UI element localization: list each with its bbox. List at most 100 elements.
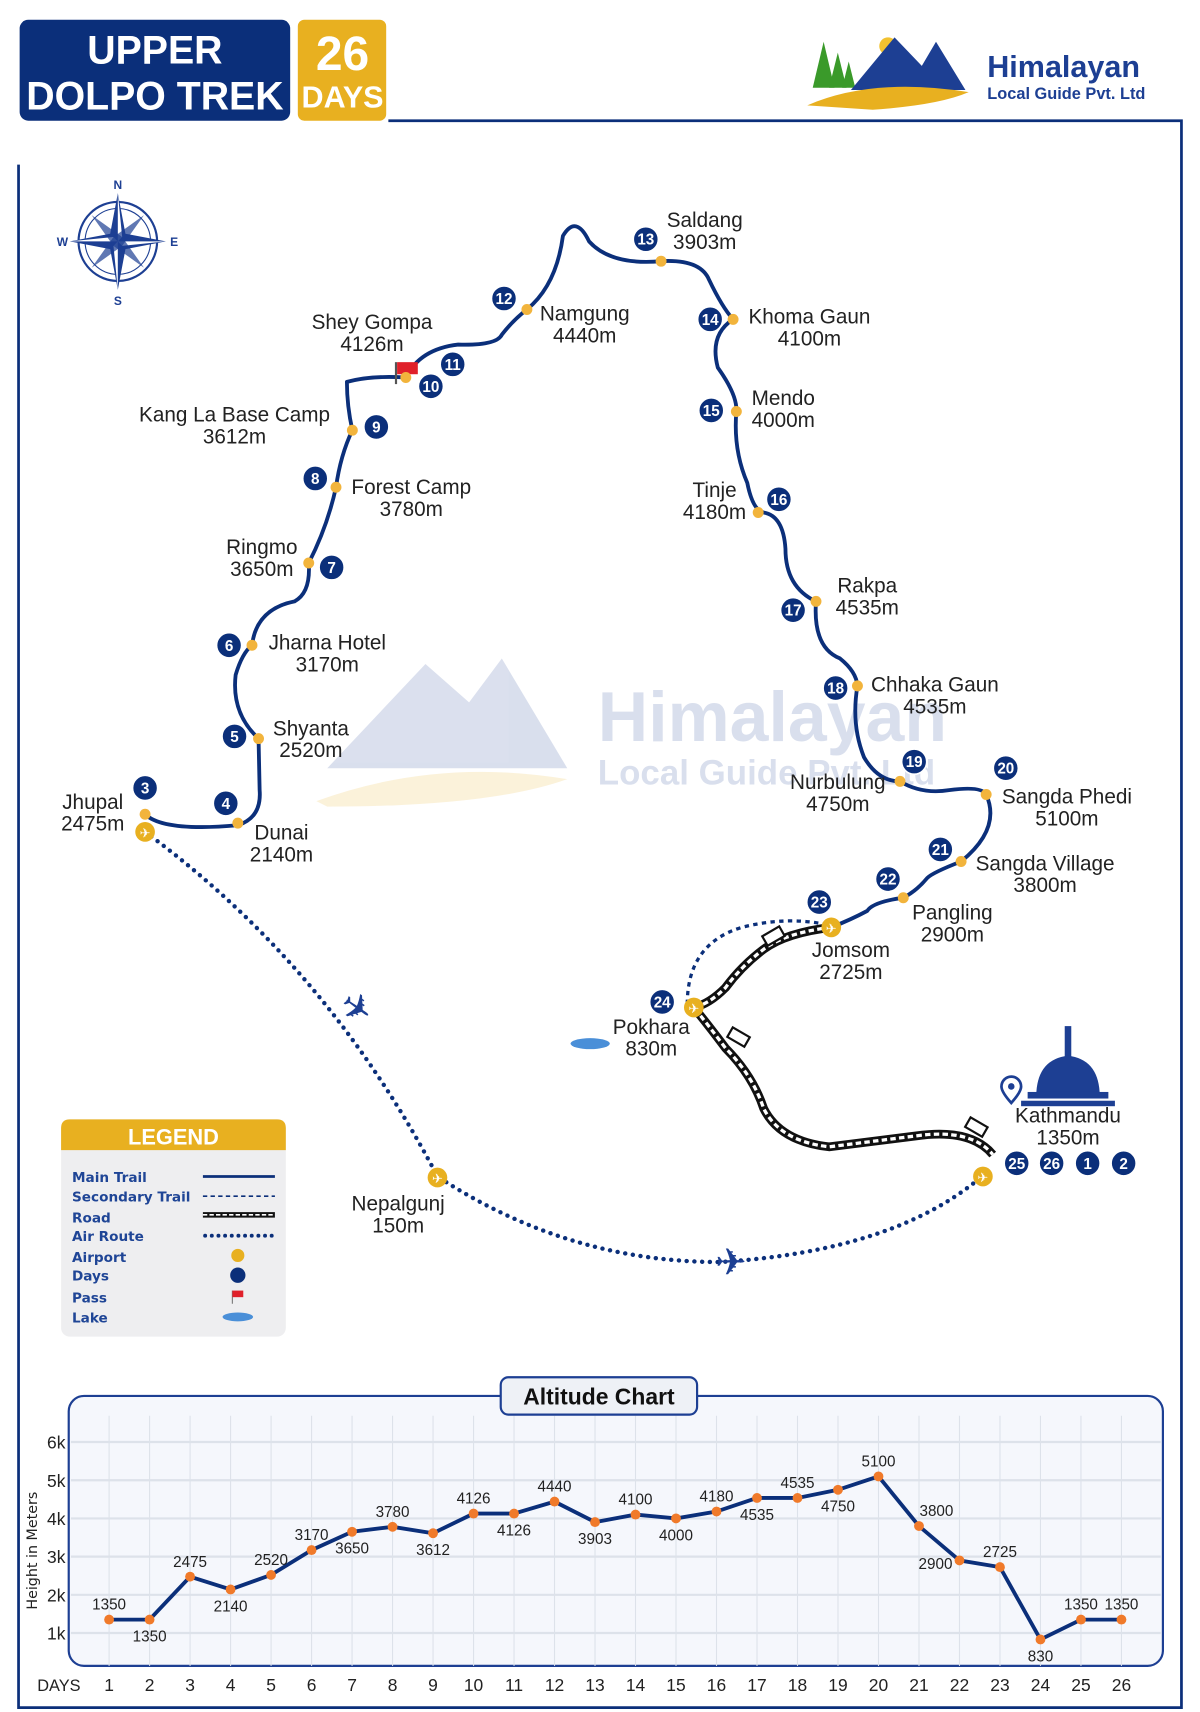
airport-icon: [973, 1166, 993, 1187]
place-name: Kang La Base Camp: [139, 403, 330, 426]
data-label: 3612: [416, 1542, 450, 1559]
x-tick-label: 18: [788, 1675, 807, 1695]
data-label: 1350: [1104, 1597, 1138, 1614]
waypoint-dot: [139, 808, 151, 820]
data-label: 5100: [862, 1453, 896, 1470]
day-badge-number: 6: [225, 638, 233, 655]
waypoint-dot: [810, 595, 822, 607]
day-badge-circle: [1038, 1149, 1065, 1177]
place-name: Forest Camp: [351, 476, 471, 499]
waypoint-dot: [752, 507, 764, 518]
day-badge-number: 25: [1008, 1156, 1025, 1173]
place-name: Shyanta: [273, 717, 349, 740]
place-name: Saldang: [667, 209, 743, 232]
data-label: 4750: [821, 1499, 855, 1516]
compass-rose-icon: N S E W: [57, 178, 178, 308]
data-label: 3903: [578, 1531, 612, 1548]
day-badge: 5: [221, 722, 248, 750]
day-badge-number: 2: [1119, 1156, 1127, 1173]
data-point: [792, 1493, 803, 1503]
airport-icon: [821, 917, 842, 938]
waypoint-dot: [330, 481, 342, 493]
x-tick-label: 16: [707, 1675, 726, 1695]
data-label: 3800: [919, 1503, 953, 1520]
day-badge: 23: [805, 888, 833, 916]
day-badge-circle: [1003, 1149, 1031, 1177]
day-badge-number: 17: [785, 603, 802, 620]
page-frame: [17, 119, 1183, 1709]
day-badge: 15: [697, 396, 725, 424]
data-label: 1350: [92, 1597, 126, 1614]
day-badge-number: 21: [932, 842, 949, 859]
x-tick-label: 10: [464, 1675, 484, 1695]
x-tick-label: 17: [747, 1675, 766, 1695]
data-point: [671, 1513, 681, 1524]
x-tick-label: 26: [1112, 1675, 1131, 1695]
data-point: [428, 1528, 438, 1539]
waypoint-dot: [852, 680, 863, 692]
airport-plane-icon: ✈: [826, 921, 837, 936]
data-label: 1350: [133, 1629, 167, 1646]
x-tick-label: 6: [307, 1675, 317, 1695]
place-name: Tinje: [692, 479, 736, 502]
stupa-icon: [1021, 1026, 1115, 1107]
airplane-icon: ✈: [332, 982, 381, 1034]
x-tick-label: 9: [428, 1675, 438, 1695]
day-badge-circle: [318, 553, 345, 581]
data-label: 2725: [983, 1544, 1017, 1561]
x-tick-label: 13: [585, 1675, 604, 1695]
day-badge-number: 18: [827, 681, 844, 698]
place-name: Nurbulung: [790, 771, 886, 794]
watermark-name: Himalayan: [598, 678, 947, 756]
data-point: [954, 1555, 965, 1566]
legend-item-label: Lake: [72, 1310, 108, 1326]
data-point: [752, 1493, 762, 1503]
day-badge-circle: [632, 225, 660, 253]
legend-item-label: Airport: [72, 1250, 127, 1266]
waypoint-dot: [232, 817, 244, 829]
place-name: Kathmandu: [1015, 1105, 1121, 1128]
day-badge-number: 7: [327, 560, 335, 577]
day-badge: 22: [874, 865, 902, 893]
day-badge: 13: [632, 225, 660, 253]
secondary-trail: [685, 919, 824, 1005]
x-tick-label: 20: [869, 1675, 889, 1695]
airplane-icon: ✈: [715, 1241, 746, 1283]
place-name: Nepalgunj: [352, 1192, 445, 1215]
data-label: 3650: [335, 1541, 369, 1558]
place-altitude: 2520m: [279, 739, 342, 762]
data-point: [347, 1526, 357, 1537]
data-point: [266, 1569, 276, 1580]
waypoint-dot: [253, 733, 264, 745]
day-badge: 10: [417, 372, 445, 400]
day-badge-circle: [490, 285, 518, 312]
legend-item-label: Secondary Trail: [72, 1190, 190, 1206]
x-tick-label: 21: [909, 1675, 928, 1695]
day-badge: 17: [779, 596, 807, 624]
x-tick-label: 4: [226, 1675, 236, 1695]
day-badge: 3: [131, 774, 159, 802]
place-altitude: 3650m: [230, 558, 293, 581]
day-badge: 12: [490, 285, 518, 312]
bus-icons: [725, 924, 990, 1139]
place-altitude: 5100m: [1035, 807, 1098, 830]
bus-icon: [963, 1115, 990, 1139]
day-badge-circle: [439, 350, 467, 378]
day-badge-number: 12: [496, 291, 513, 308]
x-tick-label: 24: [1031, 1675, 1051, 1695]
waypoint-dot: [655, 255, 667, 267]
day-badge: 16: [765, 485, 793, 513]
mountain-icon: [807, 37, 969, 110]
place-altitude: 830m: [625, 1038, 677, 1061]
day-badge: 6: [215, 631, 243, 659]
